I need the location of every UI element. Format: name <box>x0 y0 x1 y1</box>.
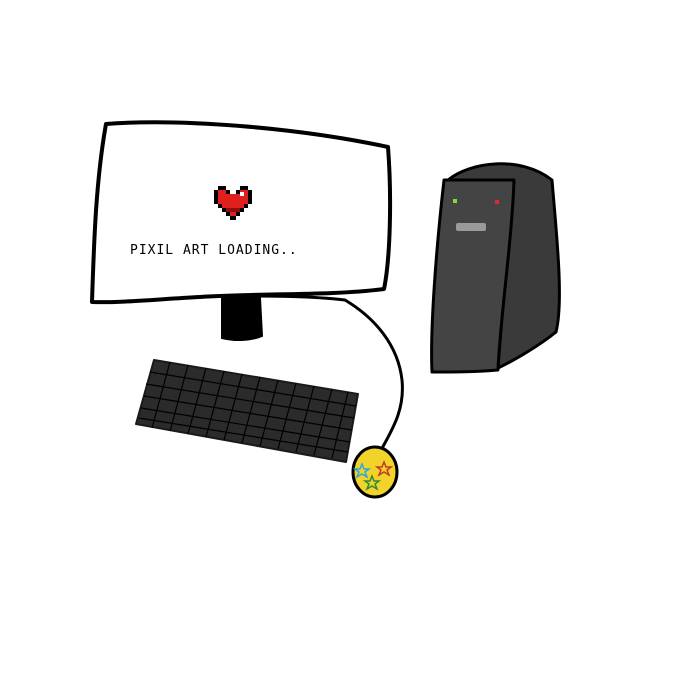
mouse-cable <box>242 294 404 454</box>
star-icon <box>374 459 394 477</box>
pc-tower-side <box>446 162 561 370</box>
drive-slot <box>456 223 486 231</box>
keyboard <box>135 359 359 463</box>
power-led-green <box>453 199 457 203</box>
star-icon <box>362 473 382 491</box>
pc-tower-front <box>430 178 516 374</box>
loading-text: PIXIL ART LOADING.. <box>130 243 298 258</box>
mouse <box>351 445 399 499</box>
monitor-screen <box>90 120 393 305</box>
power-led-red <box>495 200 499 204</box>
heart-icon <box>214 186 252 220</box>
monitor-stand <box>221 297 264 342</box>
star-icon <box>352 461 372 479</box>
pc-tower <box>430 162 561 374</box>
